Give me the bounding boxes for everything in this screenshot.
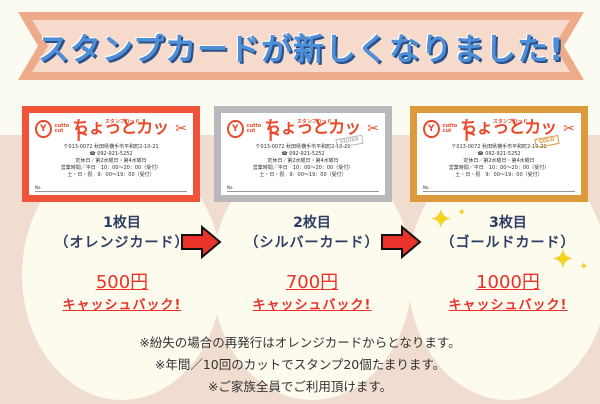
phone: ☎ 092-921-5252 bbox=[89, 151, 133, 157]
card-ordinal: 1枚目 bbox=[103, 215, 141, 231]
sparkle-icon: ✦ bbox=[458, 208, 466, 218]
hours-weekend: 土・日・祝 9：00～19：00（受付） bbox=[67, 172, 155, 178]
arrow-right-icon bbox=[381, 225, 422, 259]
cashback-amount: 700円 bbox=[285, 272, 339, 293]
note: ※紛失の場合の再発行はオレンジカードからとなります。 bbox=[139, 335, 461, 350]
banner-title: スタンプカードが新しくなりました! bbox=[37, 31, 565, 68]
card-ordinal: 2枚目 bbox=[293, 215, 331, 231]
logo-sub: cut bbox=[54, 128, 64, 134]
logo-top: スタンプカード bbox=[492, 118, 528, 125]
scissors-icon: ✂ bbox=[367, 120, 379, 137]
arrow-right-icon bbox=[181, 225, 222, 259]
cashback-label: キャッシュバック! bbox=[62, 298, 182, 313]
logo-mark: Y bbox=[227, 120, 244, 138]
ribbon-shape bbox=[18, 12, 584, 80]
hours-weekday: 営業時間／平日 10：00～20：00（受付） bbox=[252, 165, 354, 171]
address: 〒013-0072 秋田県横手市平和町2-10-21 bbox=[451, 144, 547, 150]
card-name: （オレンジカード） bbox=[54, 235, 190, 251]
logo-name: ちょっとカット bbox=[72, 117, 169, 145]
closed-days: 定休日／第2水曜日・第4水曜日 bbox=[75, 158, 147, 164]
logo-sub: cutto bbox=[246, 123, 262, 129]
logo-mark: Y bbox=[35, 120, 52, 138]
scissors-icon: ✂ bbox=[563, 120, 575, 137]
logo-sub: cutto bbox=[442, 123, 458, 129]
sparkle-icon: ✦ bbox=[552, 245, 574, 275]
note: ※年間／10回のカットでスタンプ20個たまります。 bbox=[154, 357, 446, 372]
card-name: （ゴールドカード） bbox=[440, 235, 576, 251]
logo-name: ちょっとカット bbox=[460, 117, 557, 145]
sparkle-icon: ✦ bbox=[580, 262, 588, 272]
logo-sub: cut bbox=[442, 128, 452, 134]
address: 〒013-0072 秋田県横手市平和町2-10-21 bbox=[255, 144, 351, 150]
hours-weekend: 土・日・祝 9：00～19：00（受付） bbox=[455, 172, 543, 178]
hours-weekday: 営業時間／平日 10：00～20：00（受付） bbox=[60, 165, 162, 171]
closed-days: 定休日／第2水曜日・第4水曜日 bbox=[267, 158, 339, 164]
notes: ※紛失の場合の再発行はオレンジカードからとなります。 ※年間／10回のカットでス… bbox=[0, 332, 600, 398]
note: ※ご家族全員でご利用頂けます。 bbox=[207, 379, 393, 394]
closed-days: 定休日／第2水曜日・第4水曜日 bbox=[463, 158, 535, 164]
hours-weekend: 土・日・祝 9：00～19：00（受付） bbox=[259, 172, 347, 178]
card-name: （シルバーカード） bbox=[244, 235, 380, 251]
phone: ☎ 092-921-5252 bbox=[477, 151, 521, 157]
scissors-icon: ✂ bbox=[175, 120, 187, 137]
logo-mark: Y bbox=[423, 120, 440, 138]
title-banner: スタンプカードが新しくなりました! bbox=[18, 12, 584, 80]
sparkle-icon: ✦ bbox=[430, 205, 452, 235]
logo-name: ちょっとカット bbox=[264, 117, 361, 145]
logo-sub: cut bbox=[246, 128, 256, 134]
card-ordinal: 3枚目 bbox=[489, 215, 527, 231]
cashback-amount: 500円 bbox=[95, 272, 149, 293]
address: 〒013-0072 秋田県横手市平和町2-10-21 bbox=[63, 144, 159, 150]
hours-weekday: 営業時間／平日 10：00～20：00（受付） bbox=[448, 165, 550, 171]
logo-top: スタンプカード bbox=[296, 118, 332, 125]
cashback-label: キャッシュバック! bbox=[252, 298, 372, 313]
number-line: No. bbox=[423, 184, 575, 192]
number-line: No. bbox=[35, 184, 187, 192]
cashback-amount: 1000円 bbox=[476, 272, 540, 293]
number-line: No. bbox=[227, 184, 379, 192]
cashback-label: キャッシュバック! bbox=[448, 298, 568, 313]
phone: ☎ 092-921-5252 bbox=[281, 151, 325, 157]
logo-sub: cutto bbox=[54, 123, 70, 129]
logo-top: スタンプカード bbox=[104, 118, 140, 125]
